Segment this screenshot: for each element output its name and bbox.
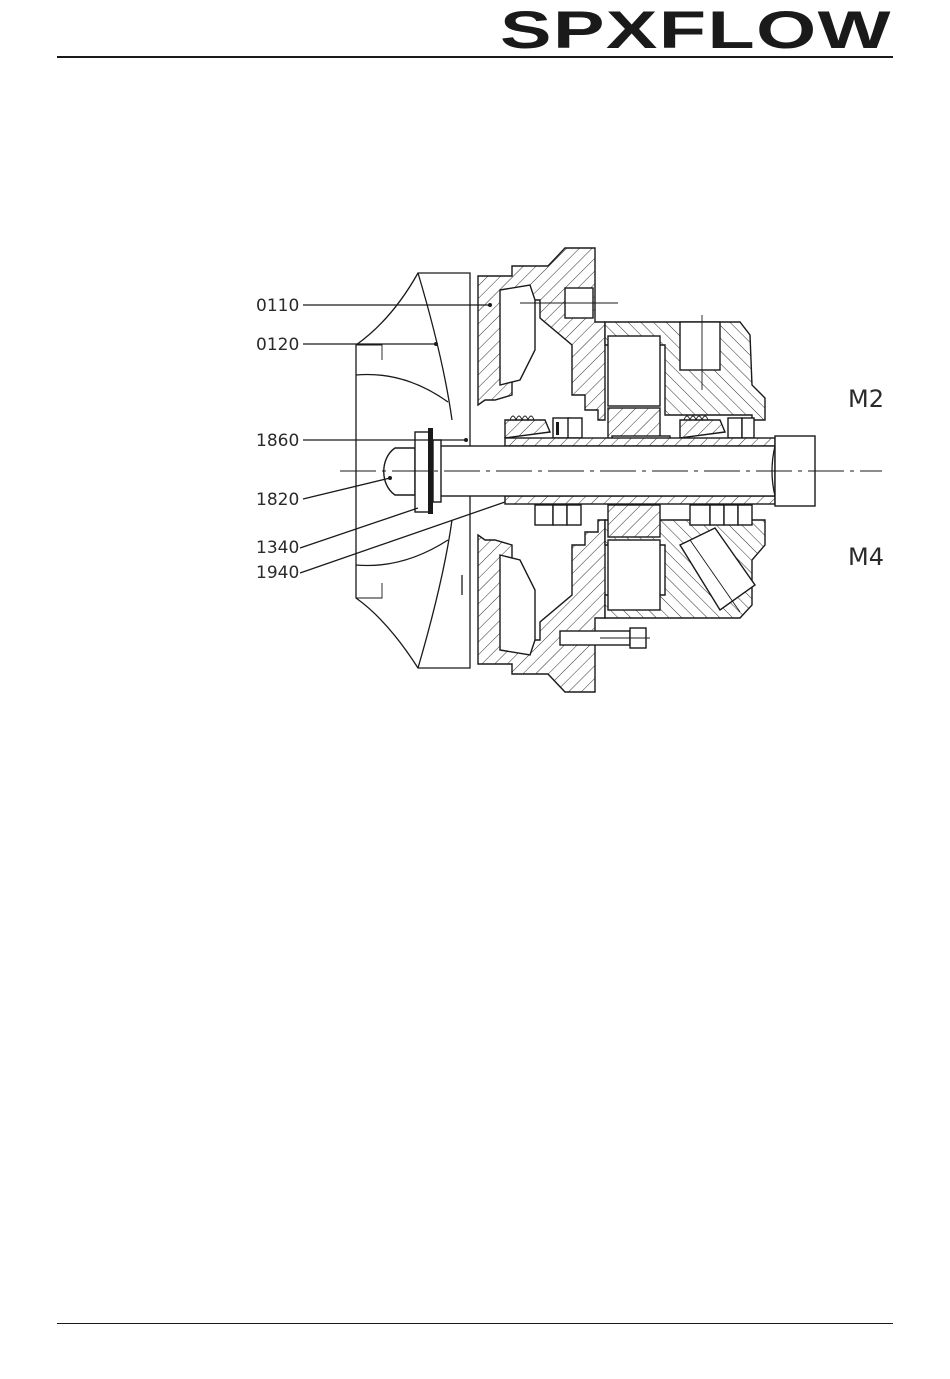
label-1820: 1820 xyxy=(256,490,299,510)
label-1860: 1860 xyxy=(256,431,299,451)
label-m4: M4 xyxy=(848,543,884,571)
leader-lines xyxy=(300,303,505,573)
label-0110: 0110 xyxy=(256,296,299,316)
label-m2: M2 xyxy=(848,385,884,413)
label-0120: 0120 xyxy=(256,335,299,355)
label-1940: 1940 xyxy=(256,563,299,583)
label-1340: 1340 xyxy=(256,538,299,558)
housing-bolt xyxy=(560,628,650,648)
